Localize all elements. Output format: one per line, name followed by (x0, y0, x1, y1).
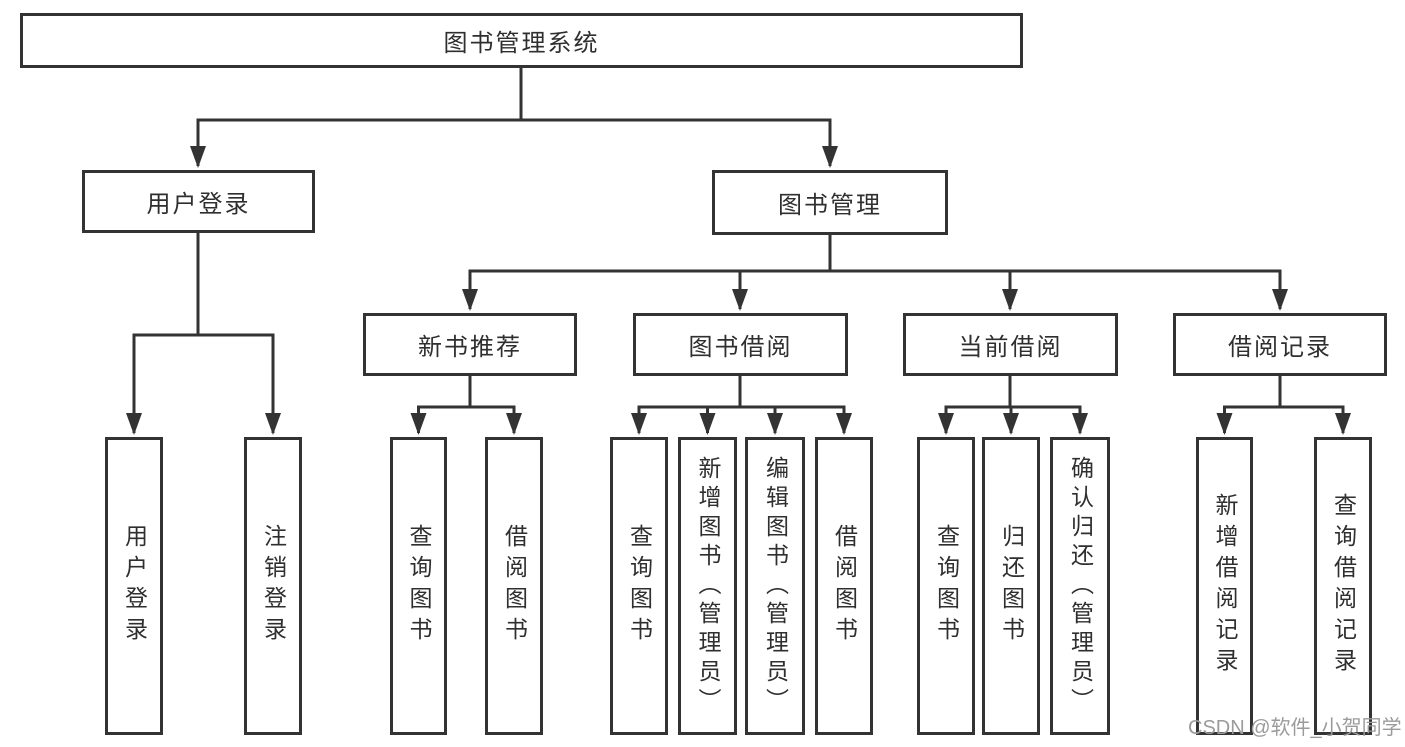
leaf-query-books-3-label: 查询图书 (933, 524, 960, 648)
node-book-management-label: 图书管理 (778, 192, 882, 219)
leaf-confirm-return-admin-label: 确认归还（管理员） (1067, 455, 1094, 717)
leaf-borrow-books-2: 借阅图书 (815, 437, 873, 735)
leaf-edit-books-admin: 编辑图书（管理员） (745, 437, 805, 735)
leaf-borrow-books-1: 借阅图书 (485, 437, 543, 735)
leaf-add-borrow-record-label: 新增借阅记录 (1212, 493, 1238, 679)
leaf-query-books-1: 查询图书 (390, 437, 447, 735)
leaf-edit-books-admin-label: 编辑图书（管理员） (762, 455, 789, 717)
leaf-return-books: 归还图书 (982, 437, 1040, 735)
node-book-borrow-label: 图书借阅 (688, 334, 793, 361)
watermark: CSDN @软件_小贺同学 (1188, 717, 1402, 739)
node-borrow-records: 借阅记录 (1173, 313, 1387, 376)
node-book-borrow: 图书借阅 (633, 313, 848, 376)
leaf-user-login: 用户登录 (105, 437, 163, 735)
leaf-add-borrow-record: 新增借阅记录 (1196, 437, 1253, 735)
node-root: 图书管理系统 (20, 13, 1023, 68)
leaf-query-books-1-label: 查询图书 (406, 524, 432, 648)
node-new-book-recommend: 新书推荐 (363, 313, 577, 376)
node-borrow-records-label: 借阅记录 (1228, 334, 1332, 361)
leaf-query-borrow-record-label: 查询借阅记录 (1330, 493, 1357, 679)
node-current-borrow: 当前借阅 (903, 313, 1118, 376)
leaf-query-books-2: 查询图书 (610, 437, 668, 735)
leaf-query-borrow-record: 查询借阅记录 (1314, 437, 1372, 735)
node-book-management: 图书管理 (712, 170, 948, 235)
leaf-add-books-admin: 新增图书（管理员） (678, 437, 737, 735)
node-current-borrow-label: 当前借阅 (958, 334, 1063, 361)
node-new-book-recommend-label: 新书推荐 (418, 334, 522, 361)
node-user-login-label: 用户登录 (146, 191, 251, 218)
leaf-confirm-return-admin: 确认归还（管理员） (1050, 437, 1110, 735)
leaf-query-books-3: 查询图书 (917, 437, 975, 735)
node-user-login: 用户登录 (82, 170, 315, 233)
leaf-user-login-label: 用户登录 (121, 524, 148, 648)
leaf-logout: 注销登录 (244, 437, 302, 735)
leaf-borrow-books-2-label: 借阅图书 (831, 524, 858, 648)
node-root-label: 图书管理系统 (443, 30, 600, 57)
leaf-query-books-2-label: 查询图书 (626, 524, 653, 648)
leaf-borrow-books-1-label: 借阅图书 (501, 524, 528, 648)
leaf-logout-label: 注销登录 (260, 524, 287, 648)
leaf-return-books-label: 归还图书 (998, 524, 1025, 648)
leaf-add-books-admin-label: 新增图书（管理员） (695, 455, 721, 717)
